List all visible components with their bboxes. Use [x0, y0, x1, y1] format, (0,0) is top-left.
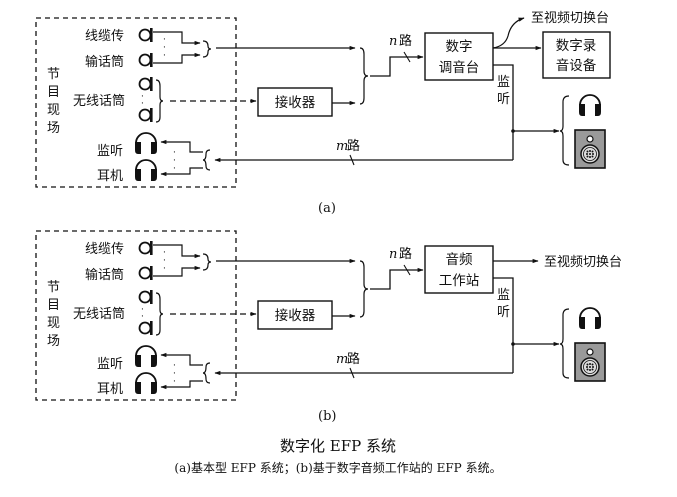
svg-text:·: · — [173, 369, 176, 379]
site-label-char: 现 — [47, 103, 60, 118]
cable-mic-label: 输话筒 — [85, 54, 124, 70]
video-switcher-label: 至视频切换台 — [544, 255, 622, 270]
svg-text:·: · — [173, 377, 176, 387]
svg-text:·: · — [163, 248, 166, 258]
svg-text:·: · — [141, 92, 144, 102]
n-var: n — [389, 34, 397, 49]
microphone-icon — [138, 265, 154, 281]
microphone-icon — [138, 76, 154, 92]
monitor-headphone-label: 耳机 — [97, 169, 123, 184]
site-label-char: 现 — [47, 316, 60, 331]
svg-text:·: · — [141, 312, 144, 322]
headphones-icon — [134, 159, 158, 182]
digital-mixer-label: 数字 — [446, 39, 473, 55]
microphone-icon — [138, 27, 154, 43]
monitor-headphone-label: 监听 — [97, 144, 123, 159]
video-switcher-label: 至视频切换台 — [531, 11, 609, 26]
monitor-label: 监 — [497, 288, 510, 303]
digital-recorder-label: 音设备 — [556, 57, 597, 74]
m-var: m — [336, 139, 348, 154]
cable-mic-label: 线缆传 — [85, 28, 124, 44]
wireless-mic-label: 无线话筒 — [73, 93, 125, 109]
microphone-icon — [138, 52, 154, 68]
loudspeaker-icon — [574, 342, 606, 382]
headphones-icon — [578, 94, 602, 117]
svg-text:·: · — [163, 264, 166, 274]
diagram-a: 节 目 现 场 线缆传 输话筒 · · · 无线话筒 · · · 接收器 n 路 — [35, 11, 611, 216]
receiver-label: 接收器 — [275, 94, 316, 111]
site-label-char: 节 — [47, 280, 60, 295]
monitor-headphone-label: 耳机 — [97, 382, 123, 397]
microphone-icon — [138, 240, 154, 256]
panel-label-b: (b) — [318, 409, 336, 424]
monitor-headphone-label: 监听 — [97, 357, 123, 372]
site-label-char: 目 — [47, 85, 60, 100]
svg-text:·: · — [163, 256, 166, 266]
loudspeaker-icon — [574, 129, 606, 169]
headphones-icon — [134, 372, 158, 395]
receiver-box — [257, 300, 333, 330]
receiver-box — [257, 87, 333, 117]
svg-text:·: · — [163, 51, 166, 61]
headphones-icon — [134, 132, 158, 155]
wireless-mic-label: 无线话筒 — [73, 306, 125, 322]
svg-text:·: · — [141, 319, 144, 329]
site-boundary — [35, 17, 237, 188]
figure-title: 数字化 EFP 系统 — [280, 437, 396, 455]
diagram-b: 节 目 现 场 线缆传 输话筒 · · · 无线话筒 · · · 接收器 n 路… — [35, 230, 622, 424]
n-var: n — [389, 247, 397, 262]
svg-text:·: · — [173, 156, 176, 166]
audio-workstation-label: 音频 — [446, 251, 473, 268]
audio-workstation-label: 工作站 — [439, 273, 480, 289]
n-channels-label: 路 — [399, 246, 412, 262]
cable-mic-label: 输话筒 — [85, 267, 124, 283]
svg-text:·: · — [163, 43, 166, 53]
monitor-label: 听 — [497, 305, 510, 320]
site-boundary — [35, 230, 237, 401]
digital-recorder-label: 数字录 — [556, 38, 597, 54]
site-label-char: 场 — [47, 121, 60, 136]
panel-label-a: (a) — [318, 201, 336, 216]
digital-recorder-box — [542, 31, 611, 79]
receiver-label: 接收器 — [275, 307, 316, 324]
svg-text:·: · — [173, 148, 176, 158]
svg-text:·: · — [173, 361, 176, 371]
microphone-icon — [138, 289, 154, 305]
monitor-label: 监 — [497, 75, 510, 90]
headphones-icon — [134, 345, 158, 368]
svg-text:·: · — [141, 99, 144, 109]
svg-text:·: · — [141, 106, 144, 116]
m-var: m — [336, 352, 348, 367]
svg-text:·: · — [141, 305, 144, 315]
site-label-char: 场 — [47, 334, 60, 349]
n-channels-label: 路 — [399, 33, 412, 49]
headphones-icon — [578, 307, 602, 330]
svg-text:·: · — [173, 164, 176, 174]
site-label-char: 节 — [47, 67, 60, 82]
figure-subtitle: (a)基本型 EFP 系统；(b)基于数字音频工作站的 EFP 系统。 — [174, 460, 501, 475]
monitor-label: 听 — [497, 92, 510, 107]
cable-mic-label: 线缆传 — [85, 241, 124, 257]
m-channels-label: 路 — [347, 138, 360, 154]
svg-text:·: · — [163, 35, 166, 45]
site-label-char: 目 — [47, 298, 60, 313]
m-channels-label: 路 — [347, 351, 360, 367]
digital-mixer-label: 调音台 — [439, 59, 480, 76]
digital-mixer-box — [424, 32, 494, 81]
audio-workstation-box — [424, 245, 494, 294]
